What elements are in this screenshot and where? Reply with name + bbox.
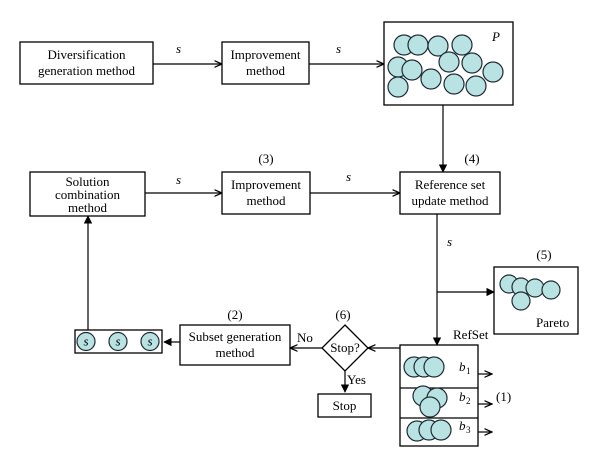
pareto-number: (5) bbox=[536, 247, 551, 262]
pareto-box: Pareto bbox=[493, 266, 579, 335]
stop-decision-number: (6) bbox=[335, 307, 350, 322]
population-box: P bbox=[383, 21, 514, 106]
pareto-circle bbox=[541, 280, 561, 300]
refset-update-line1: Reference set bbox=[415, 177, 486, 192]
refset-b1-letter: b bbox=[459, 359, 466, 374]
solution-circle bbox=[407, 34, 429, 56]
improvement-top-line2: method bbox=[246, 63, 285, 78]
population-label: P bbox=[491, 29, 500, 44]
solution-combination-line1: Solution bbox=[65, 174, 110, 189]
subset-item-label-1: s bbox=[83, 334, 88, 349]
refset-row-b2: b 2 bbox=[412, 385, 471, 418]
solution-combination-line3: method bbox=[68, 200, 107, 215]
refset-b1-index: 1 bbox=[466, 366, 471, 376]
edges bbox=[83, 64, 495, 432]
improvement-mid-number: (3) bbox=[258, 151, 273, 166]
refset-b3-index: 3 bbox=[466, 425, 471, 435]
edge-label-s-3: s bbox=[176, 172, 181, 187]
solution-circle bbox=[443, 73, 465, 95]
improvement-mid-box: Improvement method bbox=[221, 171, 311, 215]
solution-circle bbox=[482, 61, 504, 83]
subset-generation-line2: method bbox=[216, 345, 255, 360]
stop-decision-diamond: Stop? bbox=[321, 324, 369, 372]
solution-circle bbox=[427, 35, 449, 57]
refset-row-b1: b 1 bbox=[403, 356, 471, 378]
subset-generation-number: (2) bbox=[227, 307, 242, 322]
subset-item-circle bbox=[140, 331, 160, 352]
refset-update-line2: update method bbox=[412, 193, 489, 208]
refset-update-number: (4) bbox=[464, 151, 479, 166]
edge-label-s-2: s bbox=[336, 41, 341, 56]
improvement-mid-line2: method bbox=[247, 193, 286, 208]
solution-combination-line2: combination bbox=[55, 187, 120, 202]
solution-circle bbox=[401, 59, 423, 81]
solution-circle bbox=[387, 76, 409, 98]
solution-combination-box: Solution combination method bbox=[29, 171, 146, 217]
refset-circle bbox=[430, 419, 452, 441]
solution-circle bbox=[465, 75, 487, 97]
pareto-circle bbox=[525, 278, 545, 298]
refset-row-b3: b 3 bbox=[406, 418, 471, 442]
subset-item-circle bbox=[76, 331, 96, 352]
pareto-label: Pareto bbox=[536, 315, 569, 330]
diversification-line2: generation method bbox=[38, 63, 136, 78]
pareto-circle bbox=[511, 291, 531, 311]
solution-circle bbox=[461, 52, 483, 74]
edge-label-s-4: s bbox=[346, 169, 351, 184]
refset-box: b 1 b 2 b 3 bbox=[399, 344, 479, 447]
edge-label-s-1: s bbox=[176, 41, 181, 56]
improvement-mid-line1: Improvement bbox=[231, 177, 301, 192]
refset-b3-letter: b bbox=[459, 418, 466, 433]
refset-circle bbox=[419, 396, 441, 418]
subset-item-circle bbox=[108, 331, 128, 352]
solution-circle bbox=[438, 51, 460, 73]
refset-update-box: Reference set update method bbox=[399, 171, 501, 215]
stop-box: Stop bbox=[317, 393, 372, 418]
stop-label: Stop bbox=[333, 398, 357, 413]
subset-item-label-2: s bbox=[115, 334, 120, 349]
population-solutions bbox=[387, 34, 504, 98]
diversification-box: Diversification generation method bbox=[19, 41, 154, 85]
solution-circle bbox=[420, 68, 442, 90]
improvement-top-box: Improvement method bbox=[221, 41, 310, 85]
edge-label-s-5: s bbox=[447, 234, 452, 249]
refset-label: RefSet bbox=[453, 327, 489, 342]
edge-label-yes: Yes bbox=[347, 372, 366, 387]
diversification-line1: Diversification bbox=[48, 47, 126, 62]
subset-item-label-3: s bbox=[147, 334, 152, 349]
subset-generation-line1: Subset generation bbox=[189, 329, 282, 344]
refset-number: (1) bbox=[496, 389, 511, 404]
solution-circle bbox=[451, 34, 473, 56]
refset-b2-letter: b bbox=[459, 389, 466, 404]
improvement-top-line1: Improvement bbox=[230, 47, 300, 62]
refset-circle bbox=[423, 356, 445, 378]
subset-generation-box: Subset generation method bbox=[179, 324, 291, 366]
refset-b2-index: 2 bbox=[466, 396, 471, 406]
stop-decision-label: Stop? bbox=[330, 340, 360, 355]
subset-items-box: s s s bbox=[74, 329, 163, 354]
edge-label-no: No bbox=[297, 330, 313, 345]
